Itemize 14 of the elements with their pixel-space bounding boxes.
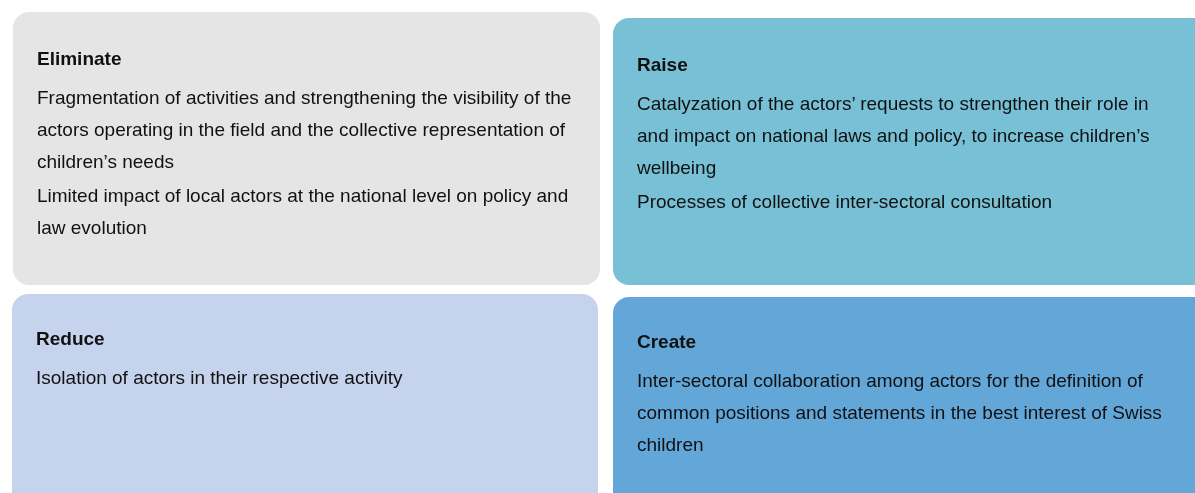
card-text: Inter-sectoral collaboration among actors for the definition of common positions and statements in the best interest of Swiss children xyxy=(637,369,1163,457)
quadrant-card xyxy=(613,297,1195,493)
quadrant-card xyxy=(13,12,600,285)
card-text: Fragmentation of activities and strengthening the visibility of the actors operating in the field and the collective representation of children’s needs xyxy=(37,86,573,174)
card-text: Catalyzation of the actors’ requests to strengthen their role in and impact on national laws and policy, to increase children’s wellbeing xyxy=(637,92,1151,180)
card-heading: Reduce xyxy=(36,328,105,350)
card-heading: Eliminate xyxy=(37,48,122,70)
card-heading: Create xyxy=(637,331,697,353)
card-text: Limited impact of local actors at the national level on policy and law evolution xyxy=(37,184,570,240)
card-text: Processes of collective inter-sectoral consultation xyxy=(637,190,1054,214)
card-text: Isolation of actors in their respective activity xyxy=(36,366,404,390)
quadrant-card xyxy=(613,18,1195,285)
card-heading: Raise xyxy=(637,54,688,76)
quadrant-card xyxy=(12,294,598,493)
